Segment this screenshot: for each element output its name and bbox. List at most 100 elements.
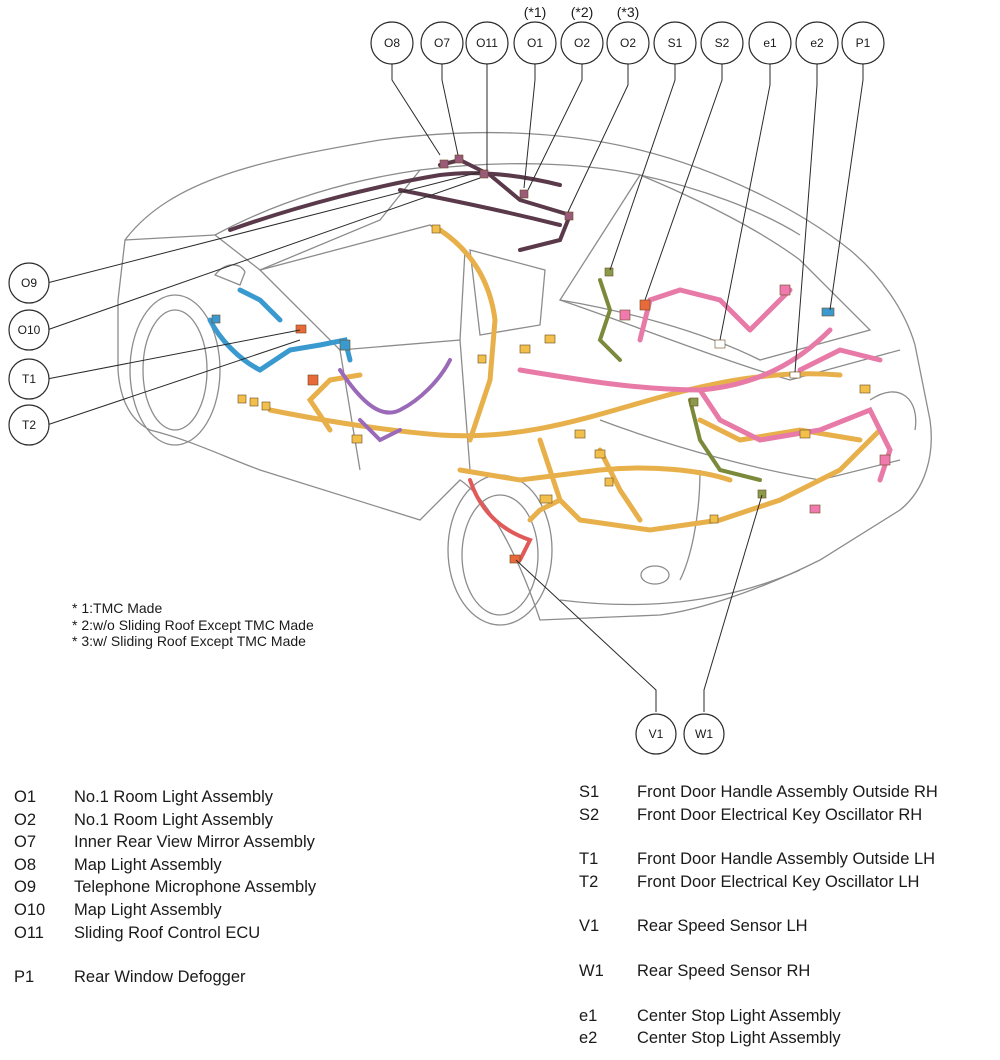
- connector: [689, 397, 699, 407]
- connector: [594, 449, 606, 459]
- connector: [477, 354, 487, 364]
- connector: [879, 454, 891, 466]
- legend-desc: Front Door Handle Assembly Outside LH: [637, 850, 936, 869]
- legend-row: O10 Map Light Assembly: [14, 901, 434, 924]
- callout-label: S2: [715, 36, 730, 50]
- body-harness: [267, 227, 883, 533]
- legend-row: T2 Front Door Electrical Key Oscillator …: [579, 873, 999, 896]
- legend-desc: Rear Window Defogger: [74, 968, 246, 987]
- legend-desc: Front Door Electrical Key Oscillator LH: [637, 872, 920, 891]
- connector: [509, 554, 521, 564]
- legend-row: O11 Sliding Roof Control ECU: [14, 924, 434, 947]
- legend-spacer: [579, 985, 999, 1007]
- floor-harness: [517, 287, 893, 483]
- connector: [439, 159, 449, 169]
- callout-O11: O11: [465, 21, 509, 65]
- connector: [519, 344, 531, 354]
- connector: [564, 211, 574, 221]
- connector: [809, 504, 821, 514]
- connector: [539, 494, 553, 504]
- legend-code: W1: [579, 961, 604, 980]
- connector: [519, 189, 529, 199]
- connector: [604, 477, 614, 487]
- callout-O7: O7: [420, 21, 464, 65]
- legend-desc: Front Door Handle Assembly Outside RH: [637, 783, 938, 801]
- legend-code: e1: [579, 1006, 598, 1025]
- callout-S1: S1: [653, 21, 697, 65]
- legend-row: O1 No.1 Room Light Assembly: [14, 788, 434, 811]
- connector: [821, 307, 835, 317]
- legend-desc: Inner Rear View Mirror Assembly: [74, 833, 315, 852]
- legend-desc: Rear Speed Sensor LH: [637, 917, 808, 936]
- footnote: * 1:TMC Made: [72, 600, 163, 616]
- connector: [479, 169, 489, 179]
- callout-label: O1: [527, 36, 543, 50]
- callout-note: (*2): [571, 4, 594, 20]
- callout-note: (*3): [617, 4, 640, 20]
- callout-e2: e2: [795, 21, 839, 65]
- connector: [709, 514, 719, 524]
- legend-desc: Map Light Assembly: [74, 855, 222, 874]
- connector: [789, 371, 801, 379]
- legend-desc: Center Stop Light Assembly: [637, 1006, 841, 1025]
- callout-O9: O9: [8, 262, 50, 304]
- callout-S2: S2: [700, 21, 744, 65]
- legend-code: O11: [14, 923, 44, 942]
- legend-row: S1 Front Door Handle Assembly Outside RH: [579, 783, 999, 806]
- connector: [211, 314, 221, 324]
- connector: [454, 154, 464, 164]
- footnote: * 2:w/o Sliding Roof Except TMC Made: [72, 616, 314, 633]
- callout-O8: O8: [370, 21, 414, 65]
- connector: [237, 394, 247, 404]
- connector: [249, 397, 259, 407]
- connector: [431, 224, 441, 234]
- connector: [339, 339, 351, 351]
- legend-row: O2 No.1 Room Light Assembly: [14, 811, 434, 834]
- connector: [295, 324, 307, 334]
- legend-row: W1 Rear Speed Sensor RH: [579, 962, 999, 985]
- connector: [757, 489, 767, 499]
- legend-code: O2: [14, 810, 37, 829]
- connector: [799, 429, 811, 439]
- legend-code: S2: [579, 805, 600, 824]
- legend-spacer: [579, 828, 999, 850]
- connector: [604, 267, 614, 277]
- door-harness-lh: [207, 287, 353, 373]
- connector: [619, 309, 631, 321]
- legend-desc: Center Stop Light Assembly: [637, 1029, 841, 1048]
- footnote: * 3:w/ Sliding Roof Except TMC Made: [72, 633, 306, 649]
- callout-W1: W1: [683, 713, 725, 755]
- legend-code: O7: [14, 833, 37, 852]
- connector: [714, 339, 726, 349]
- callout-label: O2: [620, 36, 636, 50]
- callout-label: O9: [21, 276, 37, 290]
- connector: [639, 299, 651, 311]
- callout-label: V1: [649, 727, 664, 741]
- legend-desc: Telephone Microphone Assembly: [74, 878, 317, 897]
- connector: [859, 384, 871, 394]
- legend-desc: Rear Speed Sensor RH: [637, 961, 811, 980]
- legend-code: S1: [579, 783, 600, 801]
- callout-T2: T2: [8, 404, 50, 446]
- legend-row: O7 Inner Rear View Mirror Assembly: [14, 833, 434, 856]
- connector: [307, 374, 319, 386]
- speed-sensor-harness: [468, 478, 533, 562]
- callout-label: O2: [574, 36, 590, 50]
- legend-code: O8: [14, 855, 37, 874]
- legend-code: P1: [14, 968, 35, 987]
- callout-label: T1: [22, 372, 36, 386]
- callout-O1: (*1) O1: [513, 4, 557, 65]
- legend-code: T2: [579, 872, 599, 891]
- legend-code: O10: [14, 900, 46, 919]
- legend-desc: Front Door Electrical Key Oscillator RH: [637, 805, 923, 824]
- legend-row: S2 Front Door Electrical Key Oscillator …: [579, 806, 999, 829]
- legend-desc: No.1 Room Light Assembly: [74, 810, 274, 829]
- callout-label: O7: [434, 36, 450, 50]
- car-outline: [117, 131, 932, 626]
- callout-P1: P1: [841, 21, 885, 65]
- callout-T1: T1: [8, 358, 50, 400]
- legend-left: O1 No.1 Room Light Assembly O2 No.1 Room…: [14, 788, 434, 991]
- legend-right: S1 Front Door Handle Assembly Outside RH…: [579, 783, 999, 1052]
- key-oscillator-harness: [597, 278, 762, 482]
- legend-code: V1: [579, 917, 600, 936]
